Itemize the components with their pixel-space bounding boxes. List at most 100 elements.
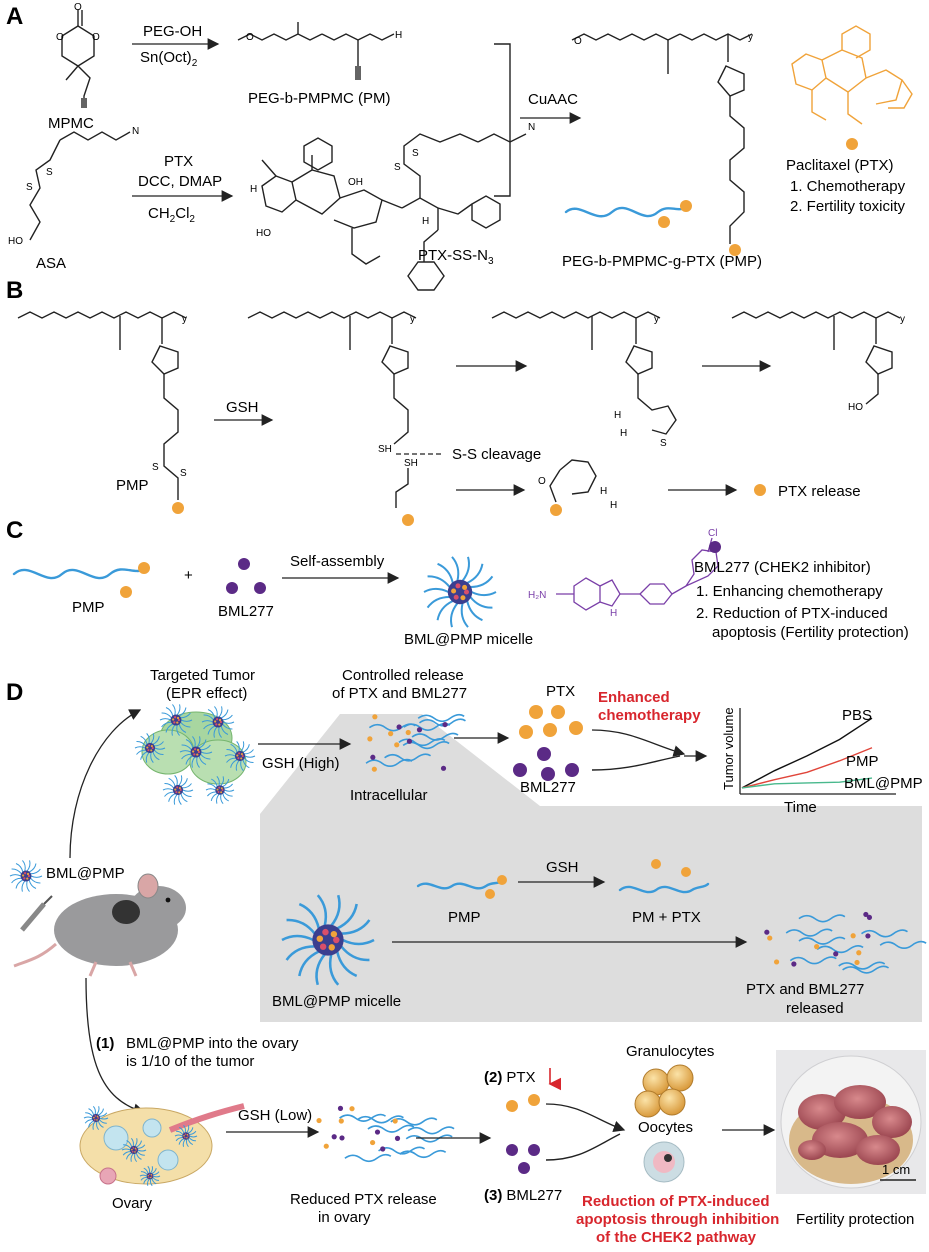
ptx-release-label: PTX release: [778, 483, 861, 500]
reduction-note-1: Reduction of PTX-induced: [582, 1193, 770, 1210]
asa-structure: N S S HO: [8, 126, 139, 247]
series-label-pmp: PMP: [846, 753, 879, 770]
panel-label-b: B: [6, 277, 23, 304]
svg-text:y: y: [654, 314, 659, 325]
enhanced-chemo-2: chemotherapy: [598, 707, 701, 724]
fragment-ptx-dot: [402, 514, 414, 526]
inset-pm-ptx-label: PM + PTX: [632, 909, 701, 926]
paclitaxel-label: Paclitaxel (PTX): [786, 157, 894, 174]
low-bml-dot-2: [528, 1144, 540, 1156]
released-cluster-inset: [764, 911, 927, 974]
bml-dot-2: [226, 582, 238, 594]
pmp-cartoon-chain: [564, 206, 688, 218]
inset-ptx-free-2: [681, 867, 691, 877]
gsh-low-label: GSH (Low): [238, 1107, 312, 1124]
inset-pm-chain: [618, 882, 710, 894]
pmp-label-a: PEG-b-PMPMC-g-PTX (PMP): [562, 253, 762, 270]
pmp-b1-dot: [172, 502, 184, 514]
svg-text:O: O: [74, 2, 82, 13]
micelle-label-c: BML@PMP micelle: [404, 631, 533, 648]
pm-thiol-structure: SH y: [247, 311, 417, 455]
low-ptx-dot-2: [528, 1094, 540, 1106]
mouse-illustration: [13, 873, 186, 977]
panel-label-d: D: [6, 679, 23, 706]
bml-cl-label: Cl: [708, 528, 717, 539]
bml277-label-c: BML277: [218, 603, 274, 620]
bml-legend-dot: [709, 541, 721, 553]
low-ptx-dot-1: [506, 1100, 518, 1112]
inset-pmp-label: PMP: [448, 909, 481, 926]
released-cluster-top: [365, 713, 466, 772]
series-line-1: [741, 747, 873, 789]
pm-label: PEG-b-PMPMC (PM): [248, 90, 391, 107]
granulocytes-icon: [634, 1064, 694, 1118]
controlled-release-2: of PTX and BML277: [332, 685, 467, 702]
pm-structure: O H: [237, 22, 402, 80]
svg-text:H: H: [600, 486, 607, 497]
ptx-release-dot: [754, 484, 766, 496]
oocyte-icon: [643, 1141, 685, 1183]
tumor-micelles: [134, 704, 256, 805]
merge-low-1: [545, 1103, 626, 1133]
ptx-reagent: PTX: [164, 153, 193, 170]
intermediate-structure: H H S y: [491, 311, 677, 449]
pmp-structure-b1: y S S: [17, 311, 187, 500]
pmp-c-dot-2: [120, 586, 132, 598]
paclitaxel-role-2: 2. Fertility toxicity: [790, 198, 906, 215]
svg-text:O: O: [538, 476, 546, 487]
pmp-chain-c: [12, 568, 146, 580]
micelle-inset: [281, 894, 375, 986]
bml-role-2b: apoptosis (Fertility protection): [712, 624, 909, 641]
series-label-pbs: PBS: [842, 707, 872, 724]
gsh-high-label: GSH (High): [262, 755, 340, 772]
series-label-bml: BML@PMP: [844, 775, 923, 792]
pmp-label-b: PMP: [116, 477, 149, 494]
paclitaxel-icon: [791, 25, 913, 125]
panel-label-c: C: [6, 517, 23, 544]
svg-text:HO: HO: [8, 236, 23, 247]
dcc-dmap-label: DCC, DMAP: [138, 173, 222, 190]
bml-step: (3)BML277: [484, 1187, 562, 1204]
intracellular-label: Intracellular: [350, 787, 428, 804]
ovary-note-2: is 1/10 of the tumor: [126, 1053, 254, 1070]
svg-text:S: S: [26, 182, 33, 193]
reactant-bracket: [494, 43, 511, 197]
svg-text:S: S: [180, 468, 187, 479]
ovary-label: Ovary: [112, 1195, 153, 1212]
inset-released-1: PTX and BML277: [746, 981, 864, 998]
ptx-ss-n3-structure: H HO OH H S S N: [250, 122, 535, 291]
svg-text:N: N: [528, 122, 535, 133]
inset-pmp-chain: [416, 880, 502, 890]
cyclization-structure: O H H: [538, 459, 617, 511]
low-bml-dot-1: [506, 1144, 518, 1156]
svg-text:H: H: [395, 30, 402, 41]
reduced-ptx-1: Reduced PTX release: [290, 1191, 437, 1208]
svg-text:y: y: [182, 314, 187, 325]
svg-text:y: y: [900, 314, 905, 325]
svg-text:S: S: [152, 462, 159, 473]
merge-arrow-2: [591, 755, 681, 771]
low-bml-dot-3: [518, 1162, 530, 1174]
peg-oh-label: PEG-OH: [143, 23, 202, 40]
ovary-illustration: [79, 1103, 245, 1185]
ptx-ss-n3-label: PTX-SS-N3: [418, 247, 494, 267]
ovary-micelles: [83, 1105, 198, 1187]
bml-dots-top: [513, 747, 579, 781]
inset-ptx-free-1: [651, 859, 661, 869]
inset-pmp-dot-2: [485, 889, 495, 899]
svg-text:HO: HO: [256, 228, 271, 239]
pmp-a-ptx-dot: [729, 244, 741, 256]
svg-text:O: O: [574, 36, 582, 47]
series-line-2: [741, 777, 873, 789]
pmp-label-c: PMP: [72, 599, 105, 616]
svg-text:O: O: [56, 32, 64, 43]
gsh-label-b: GSH: [226, 399, 259, 416]
pmp-cartoon-dot-2: [658, 216, 670, 228]
bml277-structure: [556, 537, 719, 611]
svg-text:y: y: [748, 32, 753, 43]
fertility-photo: [776, 1050, 926, 1194]
inset-gsh-label: GSH: [546, 859, 579, 876]
svg-text:H: H: [250, 184, 257, 195]
controlled-release-1: Controlled release: [342, 667, 464, 684]
svg-text:H: H: [610, 500, 617, 511]
